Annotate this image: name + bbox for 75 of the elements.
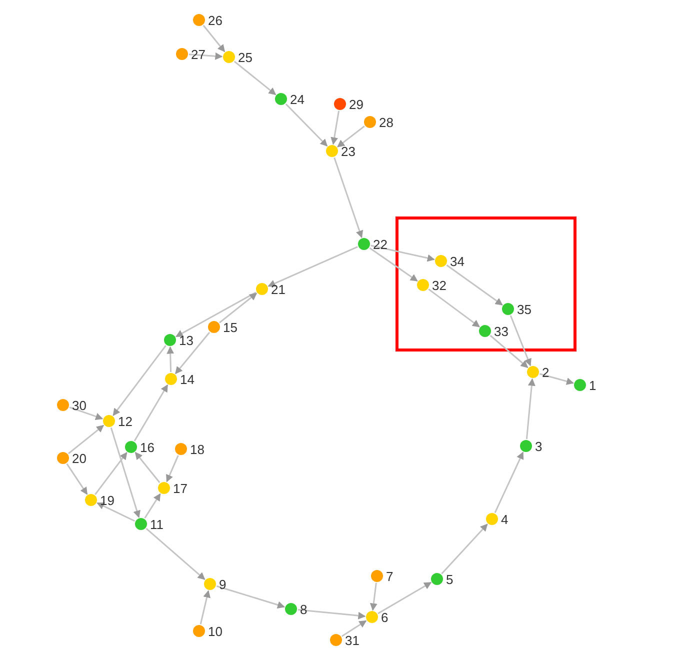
node-label: 4 (501, 512, 508, 526)
arrow (68, 424, 104, 454)
node-label: 5 (446, 572, 454, 586)
arrow (378, 582, 432, 614)
arrow (188, 52, 223, 60)
arrow (144, 493, 161, 518)
node-label: 32 (432, 278, 446, 292)
arrow (268, 246, 358, 287)
node-label: 31 (345, 634, 360, 646)
arrow (69, 406, 104, 420)
arrow (96, 502, 136, 522)
node-label: 23 (341, 144, 356, 158)
node-label: 7 (386, 570, 394, 582)
arrow (370, 582, 378, 611)
node-label: 8 (300, 602, 308, 616)
arrow (285, 103, 328, 147)
node-label: 18 (190, 442, 204, 456)
node-label: 34 (450, 254, 464, 268)
arrow (166, 455, 179, 482)
node-label: 16 (140, 440, 154, 454)
node-label: 13 (179, 334, 194, 346)
node-label: 29 (349, 98, 364, 110)
arrow (334, 157, 364, 238)
arrow (202, 24, 226, 52)
node-label: 17 (173, 482, 188, 494)
arrow (146, 528, 206, 580)
arrow (342, 620, 367, 637)
arrow (234, 60, 276, 96)
node-label: 1 (589, 378, 596, 392)
arrow (446, 264, 503, 306)
node-label: 26 (208, 14, 222, 26)
node-label: 14 (180, 372, 194, 386)
node-label: 22 (373, 238, 388, 250)
arrow (330, 110, 340, 145)
node-label: 6 (381, 610, 388, 624)
node-label: 25 (238, 50, 252, 64)
arrow (94, 452, 128, 495)
node-label: 28 (379, 116, 394, 128)
node-label: 35 (517, 302, 532, 316)
node-label: 9 (219, 578, 226, 590)
arrow (337, 126, 365, 148)
node-label: 12 (118, 414, 132, 428)
arrow (112, 345, 166, 416)
arrow (134, 384, 168, 442)
arrow (369, 247, 418, 282)
arrow (370, 244, 435, 262)
node-label: 11 (150, 518, 164, 530)
node-label: 24 (290, 92, 304, 106)
arrow (216, 585, 286, 608)
arrow (110, 427, 140, 518)
node-label: 2 (542, 366, 550, 378)
node-label: 19 (100, 494, 114, 506)
arrow (428, 288, 480, 328)
arrow (175, 292, 256, 338)
arrow (134, 452, 160, 483)
arrow (540, 373, 574, 385)
arrow (219, 292, 258, 324)
node-label: 33 (494, 324, 508, 338)
node-label: 20 (72, 452, 86, 464)
node-label: 27 (191, 48, 206, 60)
arrow (494, 452, 524, 514)
arrow (174, 332, 210, 374)
node-label: 10 (208, 624, 222, 638)
arrow (200, 590, 211, 624)
arrow (166, 346, 174, 372)
node-label: 15 (223, 320, 238, 334)
arrow (66, 463, 88, 495)
arrow (490, 334, 528, 368)
node-label: 21 (271, 282, 286, 296)
node-label: 30 (72, 398, 86, 412)
arrow (510, 315, 532, 366)
arrow (441, 524, 488, 574)
arrow (526, 378, 536, 440)
node-label: 3 (535, 440, 542, 452)
arrow (298, 608, 366, 620)
